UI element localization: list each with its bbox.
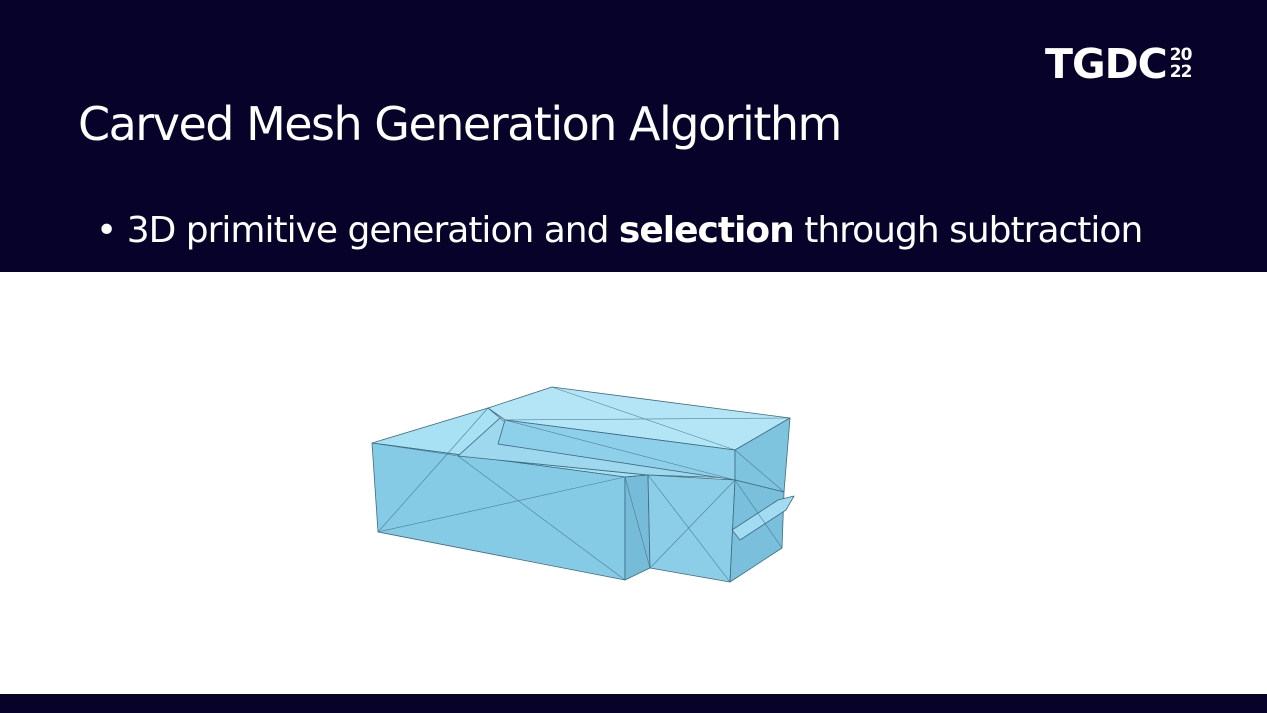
logo-year-bottom: 22 — [1169, 62, 1193, 82]
logo-year: 20 22 — [1169, 45, 1193, 82]
logo-text: TGDC — [1045, 40, 1168, 88]
footer-band — [0, 694, 1267, 713]
header-band — [0, 0, 1267, 272]
bullet-item: • 3D primitive generation and selection … — [96, 206, 1143, 256]
bullet-text-emphasis: selection — [618, 210, 795, 251]
bullet-text-before: 3D primitive generation and — [126, 210, 619, 251]
carved-mesh-render — [371, 386, 795, 583]
logo-year-top: 20 — [1169, 45, 1193, 65]
slide-title: Carved Mesh Generation Algorithm — [78, 97, 842, 151]
tgdc-2022-logo: TGDC 20 22 — [1045, 40, 1193, 88]
mesh-face-right-front — [647, 474, 736, 583]
mesh-face-protrusion — [731, 495, 795, 541]
bullet-marker: • — [96, 210, 117, 251]
bullet-text-after: through subtraction — [793, 210, 1143, 251]
